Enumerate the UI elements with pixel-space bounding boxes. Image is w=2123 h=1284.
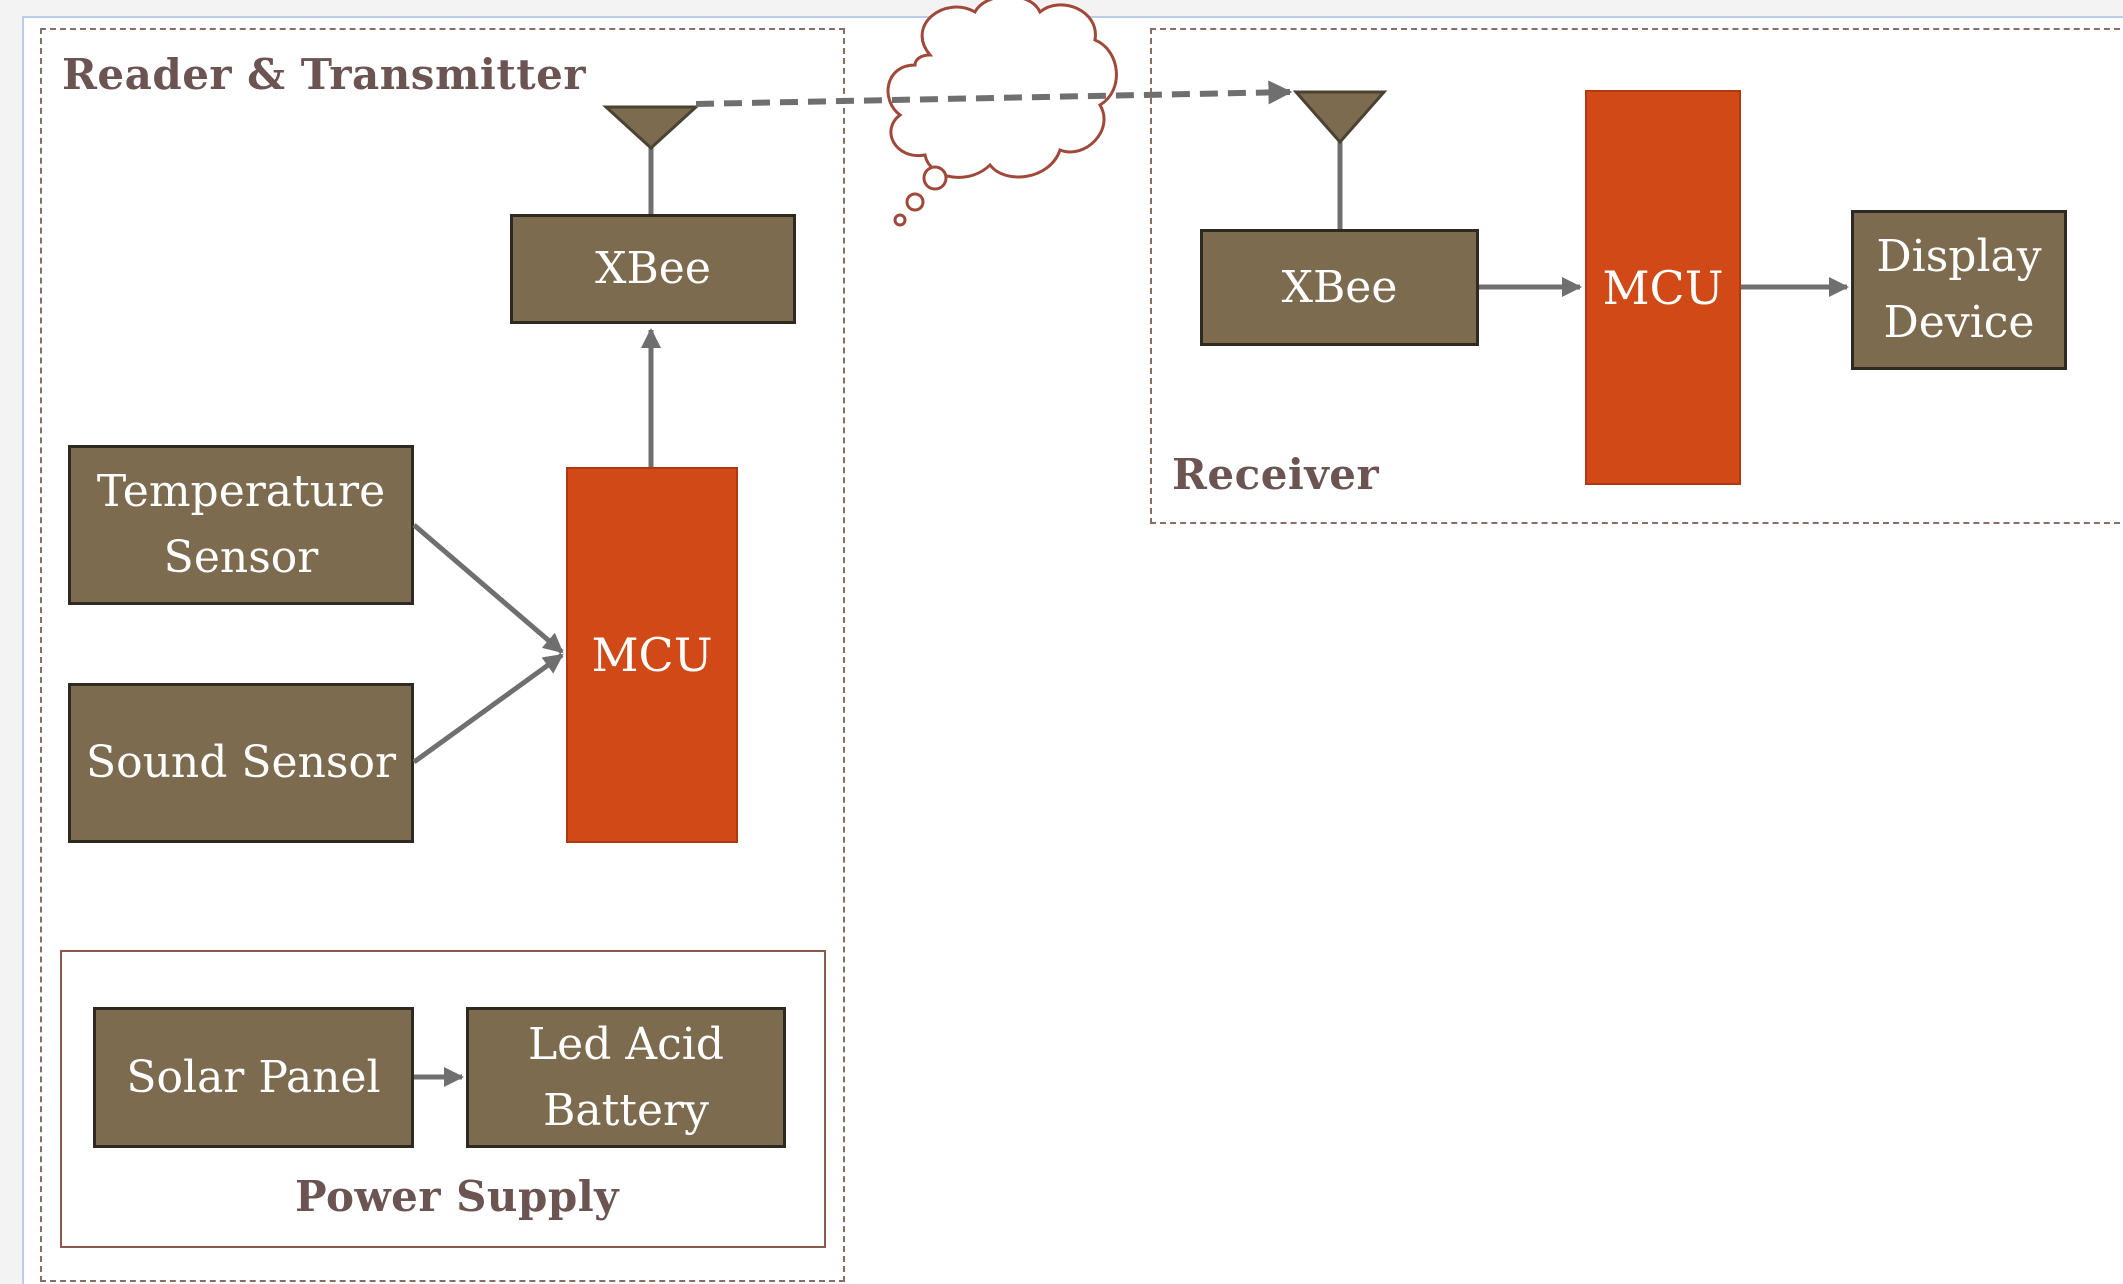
temperature-to-mcu-arrow [412,523,564,654]
battery-text-2: Battery [543,1084,709,1136]
solar-panel-text: Solar Panel [126,1051,381,1103]
sound-to-mcu-arrow [412,652,564,765]
temperature-sensor-text-1: Temperature [96,466,386,517]
tx-xbee-text: XBee [595,243,711,294]
display-device-block: Display Device [1851,210,2067,370]
temperature-sensor-block: Temperature Sensor [68,445,414,605]
display-device-text-2: Device [1883,297,2035,348]
reader-transmitter-label: Reader & Transmitter [62,50,586,99]
sound-sensor-text: Sound Sensor [85,737,397,788]
sound-sensor-block: Sound Sensor [68,683,414,843]
tx-mcu-text: MCU [591,628,713,682]
power-supply-group [60,950,826,1248]
tx-mcu-block: MCU [566,467,738,843]
wireless-link-arrow [695,80,1293,107]
tx-antenna-icon [602,105,700,214]
battery-text-1: Led Acid [527,1018,725,1070]
rx-xbee-text: XBee [1281,261,1398,313]
receiver-label: Receiver [1172,450,1380,499]
temperature-sensor-text-2: Sensor [163,532,319,583]
solar-panel-block: Solar Panel [93,1007,414,1148]
thought-cloud-icon [886,0,1118,227]
rx-xbee-block: XBee [1200,229,1479,346]
receiver-group [1150,28,2123,524]
rx-mcu-block: MCU [1585,90,1741,485]
rx-antenna-icon [1292,90,1388,229]
rx-mcu-text: MCU [1602,260,1724,315]
battery-block: Led Acid Battery [466,1007,786,1148]
reader-transmitter-group [40,28,845,1282]
display-device-text-1: Display [1876,231,2042,282]
tx-xbee-block: XBee [510,214,796,324]
power-supply-label: Power Supply [295,1172,620,1221]
